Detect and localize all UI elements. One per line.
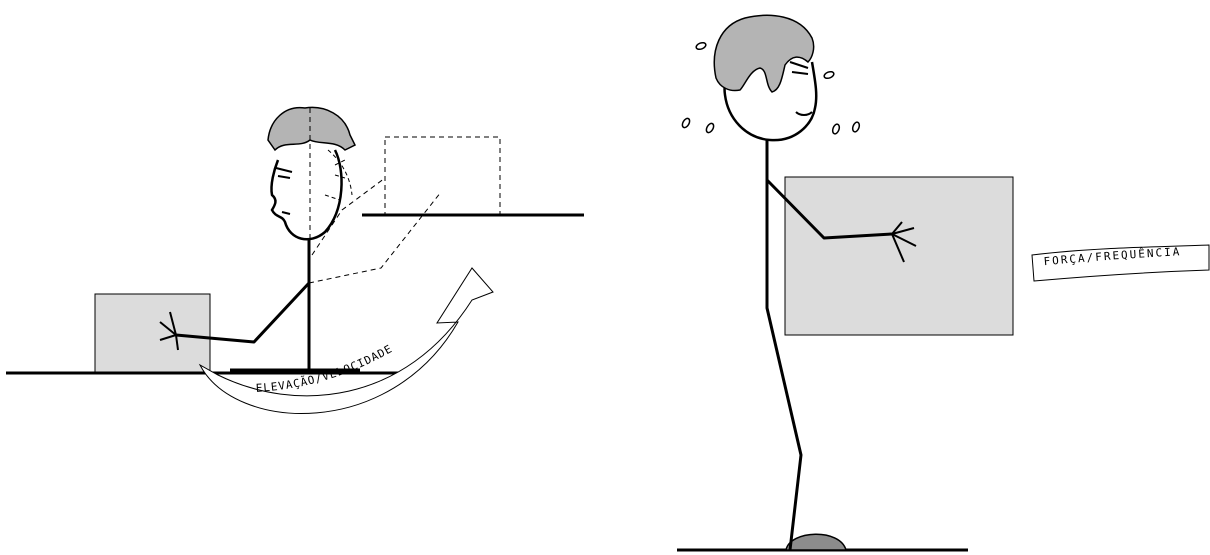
figure-left-arm-dashed [308,191,442,284]
figure-right-hair [713,14,815,93]
force-banner [1031,244,1210,282]
figure-right-body [765,140,803,551]
figure-left-mouth [281,211,291,215]
target-box-dashed [384,136,501,216]
right-scene: FORÇA/FREQUÊNCIA [677,14,1210,552]
figure-left-hair [267,106,357,152]
figure-right-arm [765,178,893,240]
sweat-drops-icon [681,41,861,135]
heavy-box [784,176,1014,336]
figure-left-hand [159,311,179,351]
figure-right-eye [789,61,809,75]
figure-left-arm [175,281,311,344]
figure-left-head-dashed-face [324,149,353,201]
left-scene: ELEVAÇÃO/VELOCIDADE [6,106,584,415]
figure-right-hand [891,221,917,263]
curved-arrow-icon [198,267,494,415]
figure-left-head [270,149,343,241]
figure-left-eye [275,167,293,179]
low-box [94,293,211,373]
figure-right-mouth [795,111,813,116]
figure-left-arm-dashed-2 [311,177,386,256]
floor-weight [785,533,847,551]
